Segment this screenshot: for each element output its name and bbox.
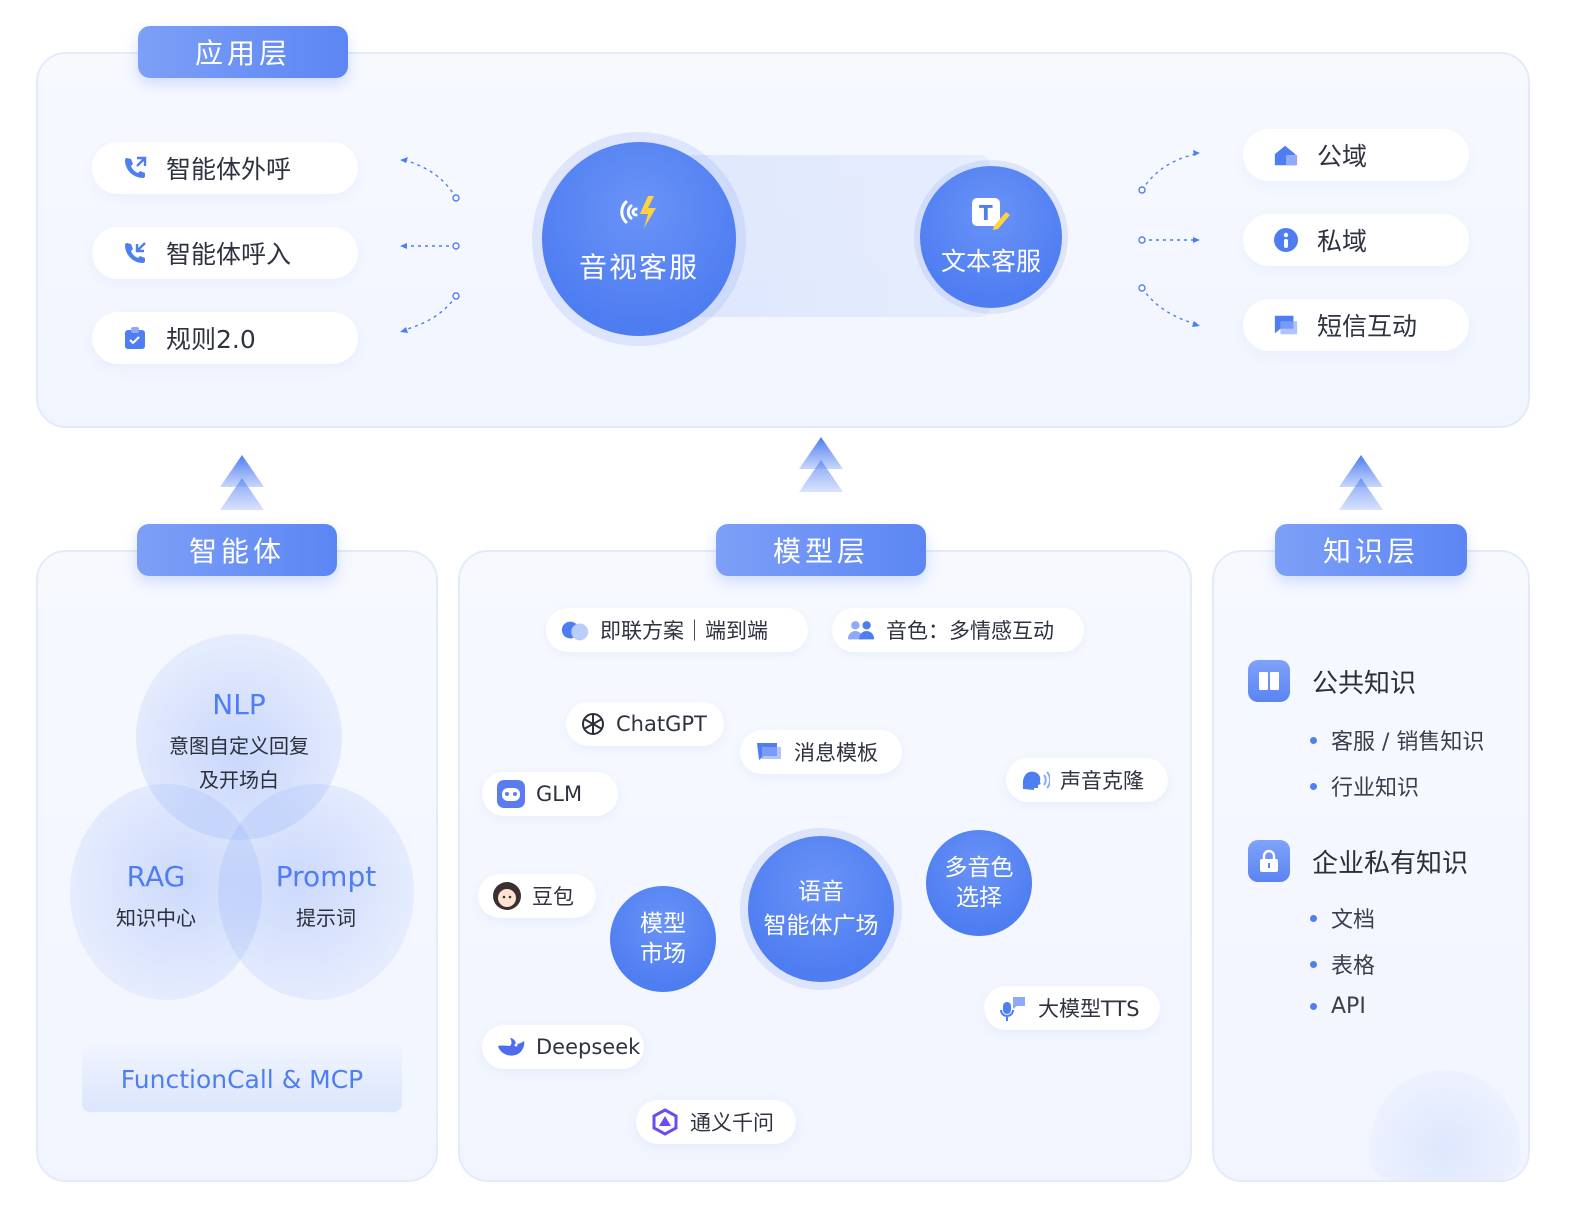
model-doubao[interactable]: 豆包 bbox=[478, 874, 596, 918]
pill-private-domain[interactable]: 私域 bbox=[1243, 214, 1469, 266]
list-item: 客服 / 销售知识 bbox=[1310, 724, 1484, 756]
voice-line1: 多音色 bbox=[944, 855, 1014, 881]
pill-rules[interactable]: 规则2.0 bbox=[92, 312, 358, 364]
app-layer-tab: 应用层 bbox=[138, 26, 348, 78]
model-tongyi[interactable]: 通义千问 bbox=[636, 1100, 796, 1144]
model-market[interactable]: 模型 市场 bbox=[610, 886, 716, 992]
up-arrow-knowledge bbox=[1339, 455, 1383, 510]
pill-public-domain[interactable]: 公域 bbox=[1243, 129, 1469, 181]
pill-label: 规则2.0 bbox=[166, 325, 256, 354]
private-knowledge-title: 企业私有知识 bbox=[1312, 848, 1469, 879]
market-line1: 模型 bbox=[640, 911, 686, 937]
pill-outbound[interactable]: 智能体外呼 bbox=[92, 142, 358, 194]
list-item: 表格 bbox=[1310, 948, 1375, 980]
list-item: API bbox=[1310, 994, 1366, 1019]
model-label: 豆包 bbox=[532, 885, 574, 909]
chip-voice-emotion[interactable]: 音色：多情感互动 bbox=[832, 608, 1084, 652]
pill-label: 短信互动 bbox=[1317, 312, 1418, 341]
chip-message-template[interactable]: 消息模板 bbox=[740, 730, 902, 774]
pill-label: 公域 bbox=[1317, 142, 1368, 171]
avatar-icon bbox=[492, 881, 522, 911]
up-arrow-agent bbox=[220, 455, 264, 510]
nlp-line2: 及开场白 bbox=[199, 768, 279, 792]
whale-icon bbox=[496, 1032, 526, 1062]
model-glm[interactable]: GLM bbox=[482, 772, 618, 816]
public-knowledge-heading: 公共知识 bbox=[1248, 660, 1416, 702]
chip-tts[interactable]: 大模型TTS bbox=[984, 986, 1160, 1030]
list-item: 文档 bbox=[1310, 902, 1375, 934]
rag-title: RAG bbox=[126, 860, 186, 893]
tongyi-logo-icon bbox=[650, 1107, 680, 1137]
knowledge-layer-tab: 知识层 bbox=[1275, 524, 1467, 576]
voice-line2: 选择 bbox=[956, 885, 1002, 911]
voice-video-service[interactable]: 音视客服 bbox=[542, 142, 736, 336]
chatgpt-logo-icon bbox=[580, 709, 606, 739]
center-line1: 语音 bbox=[798, 879, 844, 905]
pill-label: 智能体呼入 bbox=[166, 240, 292, 269]
chip-label: 音色：多情感互动 bbox=[886, 619, 1054, 643]
chip-end-to-end[interactable]: 即联方案｜端到端 bbox=[546, 608, 808, 652]
cloud-icon bbox=[560, 615, 590, 645]
users-icon bbox=[846, 615, 876, 645]
venn-nlp bbox=[136, 634, 342, 840]
chip-label: 即联方案｜端到端 bbox=[600, 619, 768, 643]
rag-sub: 知识中心 bbox=[116, 906, 196, 930]
model-deepseek[interactable]: Deepseek bbox=[482, 1025, 644, 1069]
model-label: Deepseek bbox=[536, 1035, 641, 1059]
decorative-network-icon bbox=[1370, 1070, 1520, 1180]
function-call-bar: FunctionCall & MCP bbox=[82, 1046, 402, 1112]
lock-icon bbox=[1248, 840, 1290, 882]
voice-agent-plaza[interactable]: 语音 智能体广场 bbox=[748, 836, 894, 982]
phone-incoming-icon bbox=[122, 240, 148, 266]
pill-label: 智能体外呼 bbox=[166, 155, 292, 184]
clipboard-icon bbox=[122, 325, 148, 351]
pill-label: 私域 bbox=[1317, 227, 1368, 256]
book-icon bbox=[1248, 660, 1290, 702]
robot-icon bbox=[496, 779, 526, 809]
phone-outgoing-icon bbox=[122, 155, 148, 181]
model-label: GLM bbox=[536, 782, 583, 806]
chip-label: 声音克隆 bbox=[1060, 769, 1144, 793]
model-layer-tab: 模型层 bbox=[716, 524, 926, 576]
chip-label: 消息模板 bbox=[794, 741, 878, 765]
pill-inbound[interactable]: 智能体呼入 bbox=[92, 227, 358, 279]
chip-voice-clone[interactable]: 声音克隆 bbox=[1006, 758, 1168, 802]
main-circle-label: 音视客服 bbox=[578, 251, 699, 284]
text-service[interactable]: T 文本客服 bbox=[920, 166, 1062, 308]
pill-sms[interactable]: 短信互动 bbox=[1243, 299, 1469, 351]
prompt-sub: 提示词 bbox=[296, 906, 356, 930]
up-arrow-model bbox=[799, 437, 843, 492]
private-knowledge-heading: 企业私有知识 bbox=[1248, 840, 1468, 882]
sound-wave-icon bbox=[616, 192, 662, 236]
prompt-title: Prompt bbox=[275, 860, 377, 893]
text-edit-icon: T bbox=[970, 196, 1012, 236]
market-line2: 市场 bbox=[640, 941, 686, 967]
secondary-circle-label: 文本客服 bbox=[940, 247, 1041, 276]
microphone-icon bbox=[998, 993, 1028, 1023]
model-label: ChatGPT bbox=[616, 712, 707, 736]
nlp-line1: 意图自定义回复 bbox=[169, 734, 309, 758]
model-label: 通义千问 bbox=[690, 1111, 774, 1135]
message-icon bbox=[1273, 312, 1299, 338]
center-line2: 智能体广场 bbox=[763, 913, 879, 939]
function-call-label: FunctionCall & MCP bbox=[120, 1064, 364, 1094]
public-knowledge-title: 公共知识 bbox=[1312, 668, 1417, 699]
speaking-head-icon bbox=[1020, 765, 1050, 795]
chat-bubble-icon bbox=[754, 737, 784, 767]
multi-voice-selection[interactable]: 多音色 选择 bbox=[926, 830, 1032, 936]
nlp-title: NLP bbox=[212, 688, 266, 721]
svg-text:T: T bbox=[979, 201, 993, 225]
info-icon bbox=[1273, 227, 1299, 253]
venn-rag bbox=[70, 784, 262, 1000]
model-chatgpt[interactable]: ChatGPT bbox=[566, 702, 724, 746]
venn-prompt bbox=[218, 784, 414, 1000]
house-icon bbox=[1273, 142, 1299, 168]
agent-layer-tab: 智能体 bbox=[137, 524, 337, 576]
list-item: 行业知识 bbox=[1310, 770, 1419, 802]
chip-label: 大模型TTS bbox=[1038, 997, 1140, 1021]
